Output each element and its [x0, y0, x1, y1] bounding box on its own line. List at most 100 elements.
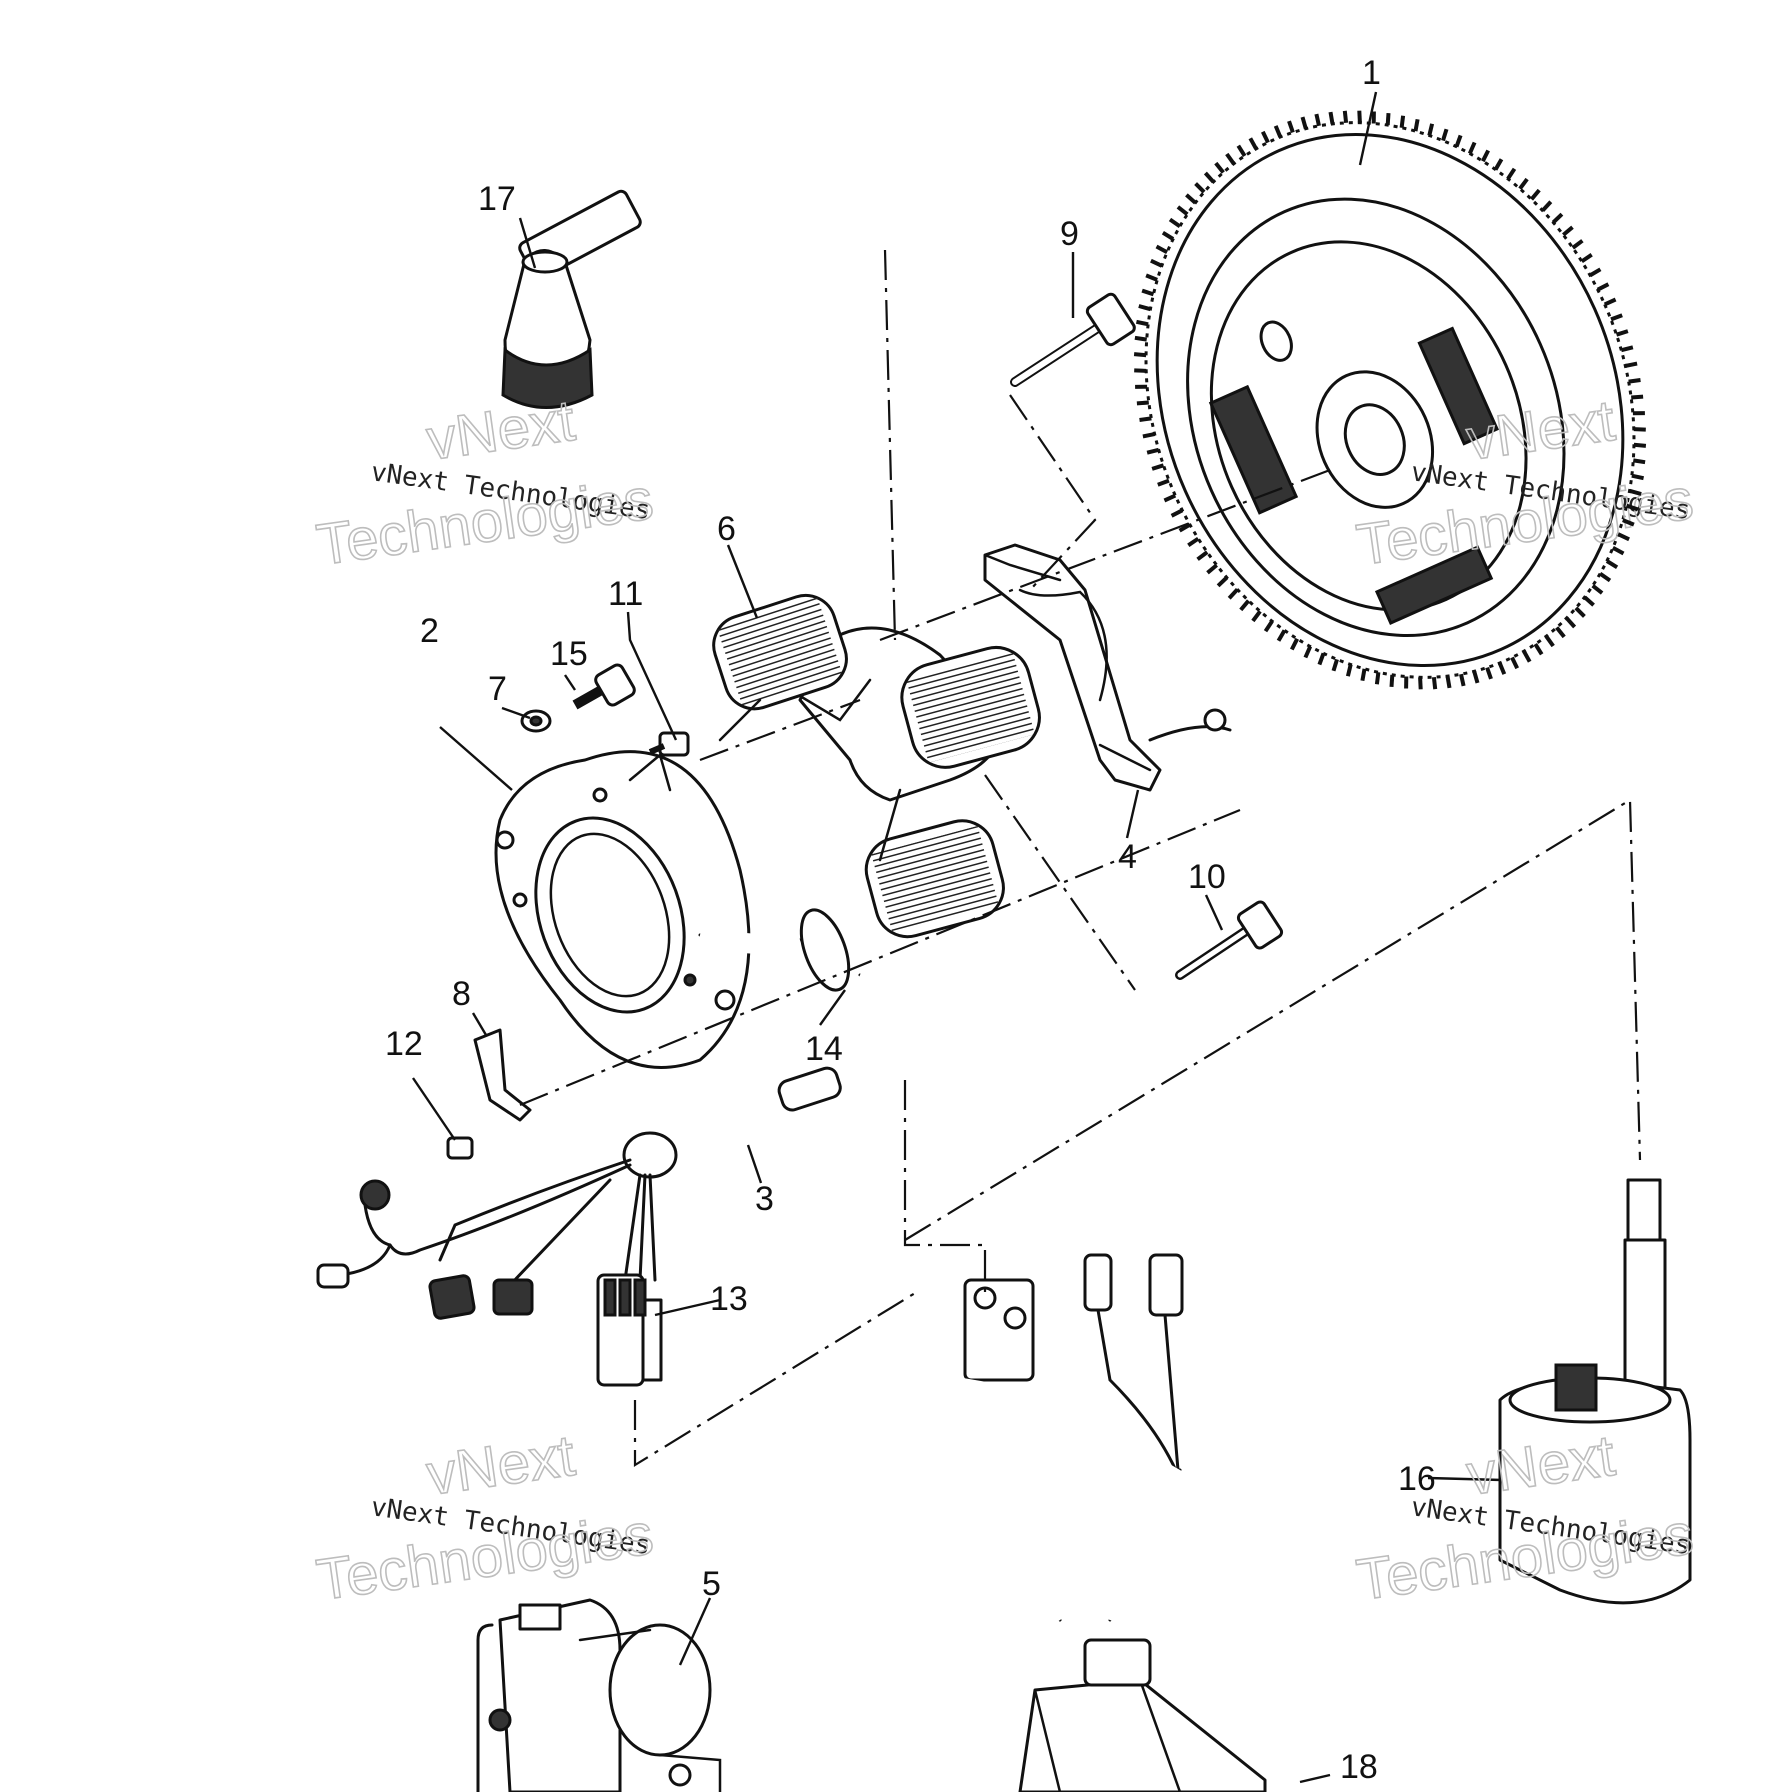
gear-tooth [1187, 536, 1200, 547]
gear-tooth [1151, 463, 1165, 471]
gear-tooth [1454, 134, 1463, 148]
gear-tooth [1239, 599, 1251, 612]
gear-tooth [1139, 416, 1152, 422]
spark-plug-cap [501, 100, 802, 409]
gear-tooth [1625, 503, 1639, 512]
gear-tooth [1374, 672, 1381, 685]
gear-tooth [1399, 115, 1406, 128]
gear-tooth [1555, 626, 1566, 639]
gear-tooth [1328, 111, 1335, 125]
gear-tooth [1155, 244, 1169, 254]
gear-tooth [1170, 508, 1184, 518]
callout-12: 12 [385, 1025, 423, 1063]
gear-tooth [1628, 378, 1641, 384]
gear-tooth [1161, 230, 1175, 241]
gear-tooth [1317, 652, 1326, 666]
callout-13: 13 [710, 1280, 748, 1318]
washer-7 [520, 709, 552, 733]
callout-2: 2 [420, 612, 439, 650]
watermark-bottom-left: vNext vNext Technologies Technologies [312, 1422, 658, 1614]
stator-coils [712, 593, 1041, 939]
gear-tooth [1225, 152, 1236, 165]
gear-tooth [1413, 118, 1420, 132]
gear-tooth [1260, 130, 1270, 144]
gear-tooth [1227, 588, 1239, 600]
callout-9: 9 [1060, 215, 1079, 253]
gear-tooth [1216, 576, 1229, 588]
gear-tooth [1574, 606, 1586, 618]
stator-base-plate [494, 750, 751, 1069]
gear-tooth [1427, 123, 1435, 136]
gear-tooth [1617, 532, 1630, 542]
gear-tooth [1441, 128, 1449, 142]
callout-11: 11 [608, 575, 643, 613]
gear-tooth [1273, 125, 1283, 138]
gear-tooth [1145, 273, 1158, 282]
gear-tooth [1168, 217, 1182, 229]
screw-12 [446, 1136, 474, 1160]
callout-7: 7 [488, 670, 507, 708]
callout-14: 14 [805, 1030, 843, 1068]
gear-tooth [1541, 200, 1553, 212]
callout-4: 4 [1118, 838, 1137, 876]
connector-13 [596, 1273, 663, 1387]
callout-5: 5 [702, 1565, 721, 1603]
gear-tooth [1135, 319, 1149, 327]
gear-tooth [1610, 313, 1623, 322]
callout-18: 18 [1340, 1748, 1378, 1786]
gear-tooth [1598, 571, 1612, 583]
gear-tooth [1551, 212, 1564, 224]
gear-tooth [1629, 488, 1642, 496]
gear-tooth [1146, 447, 1160, 455]
gear-tooth [1206, 563, 1218, 575]
ring-gear-teeth [1133, 110, 1647, 690]
gear-tooth [1445, 675, 1452, 689]
gear-tooth [1385, 112, 1391, 126]
gear-tooth [1497, 662, 1507, 675]
gear-tooth [1562, 225, 1574, 237]
gear-tooth [1485, 666, 1493, 680]
gear-tooth [1611, 546, 1625, 556]
gear-tooth [1287, 120, 1295, 134]
gear-tooth [1357, 110, 1362, 123]
callout-3: 3 [755, 1180, 774, 1218]
gear-tooth [1314, 113, 1321, 127]
gear-tooth [1342, 110, 1349, 124]
gear-tooth [1150, 258, 1163, 268]
gear-tooth [1605, 559, 1619, 570]
gear-tooth [1133, 352, 1147, 358]
gear-tooth [1176, 205, 1189, 216]
gear-tooth [1157, 478, 1170, 487]
gear-tooth [1625, 361, 1638, 368]
gear-tooth [1431, 676, 1438, 690]
cdi-unit [961, 1253, 1267, 1792]
gear-tooth [1134, 335, 1148, 342]
gear-tooth [1263, 620, 1274, 633]
gear-tooth [1236, 144, 1247, 157]
gear-tooth [1571, 239, 1584, 250]
clamp-8 [473, 1028, 532, 1122]
watermark-brand: vNext [423, 388, 579, 473]
gear-tooth [1467, 141, 1477, 155]
watermark-top-left: vNext vNext Technologies Technologies [312, 387, 658, 579]
gear-tooth [1300, 116, 1308, 130]
gear-tooth [1142, 432, 1155, 439]
ignition-coil [1498, 1178, 1692, 1605]
callout-8: 8 [452, 975, 471, 1013]
gear-tooth [1134, 368, 1147, 373]
pulser-coil [983, 543, 1232, 792]
bolt-9 [1010, 292, 1136, 387]
gear-tooth [1522, 650, 1532, 663]
gear-tooth [1633, 442, 1647, 448]
callout-15: 15 [550, 635, 588, 673]
gear-tooth [1518, 177, 1529, 190]
gear-tooth [1472, 670, 1480, 684]
gear-tooth [1580, 253, 1593, 264]
gear-tooth [1533, 643, 1544, 656]
gear-tooth [1459, 673, 1466, 687]
screw-15 [572, 663, 636, 710]
callout-17: 17 [478, 180, 516, 218]
gear-tooth [1331, 658, 1339, 672]
gear-tooth [1290, 637, 1299, 651]
